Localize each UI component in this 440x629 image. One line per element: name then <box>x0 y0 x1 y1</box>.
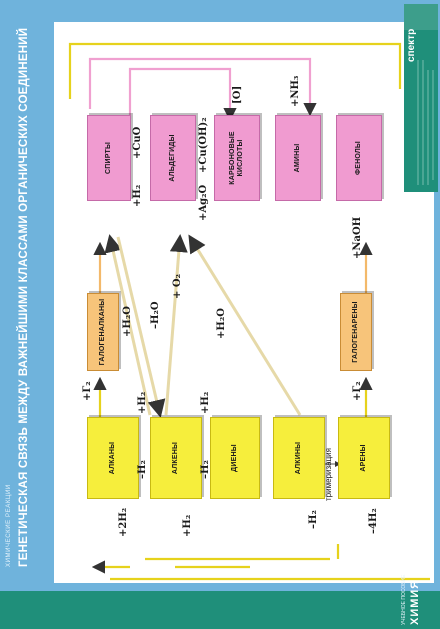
node-karbonovye-line2: КИСЛОТЫ <box>237 139 244 177</box>
node-karbonovye-kisloty: КАРБОНОВЫЕ КИСЛОТЫ <box>214 115 260 201</box>
label-plus-h2-a: +H₂ <box>137 391 148 414</box>
node-areny-label: АРЕНЫ <box>359 444 367 472</box>
label-plus-h2-c: +H₂ <box>200 391 211 414</box>
node-alkiny-label: АЛКИНЫ <box>294 441 302 475</box>
node-aldegidy-label: АЛЬДЕГИДЫ <box>168 134 176 182</box>
arrow-alkeny-aldegidy <box>164 234 188 416</box>
node-dieny-label: ДИЕНЫ <box>230 444 238 472</box>
node-alkiny: АЛКИНЫ <box>273 417 325 499</box>
subject-sub-label: УЧЕБНОЕ ПОСОБИЕ <box>401 574 407 625</box>
label-plus-o2: + O₂ <box>172 274 183 299</box>
series-label: ХИМИЧЕСКИЕ РЕАКЦИИ <box>6 484 12 567</box>
subject-label: ХИМИЯ <box>409 579 421 625</box>
node-spirty-label: СПИРТЫ <box>104 141 112 175</box>
arrow-spirty-alkeny <box>116 236 166 418</box>
label-minus-h2-a: –H₂ <box>137 460 148 479</box>
node-aminy-label: АМИНЫ <box>293 143 301 173</box>
label-plus-h2o-b: +H₂O <box>216 308 227 339</box>
node-areny: АРЕНЫ <box>338 417 390 499</box>
arrow-alkiny-aldegidy <box>188 234 302 416</box>
page-title: ГЕНЕТИЧЕСКАЯ СВЯЗЬ МЕЖДУ ВАЖНЕЙШИМИ КЛАС… <box>18 27 30 567</box>
label-o-bracket: [O] <box>232 85 243 104</box>
node-galogenalkany-label: ГАЛОГЕНАЛКАНЫ <box>98 298 106 366</box>
publisher-strip <box>404 4 438 192</box>
arrow-alkeny-spirty <box>104 234 152 416</box>
label-plus-2h2: +2H₂ <box>118 507 129 537</box>
label-plus-g2-b: +Г₂ <box>352 381 363 401</box>
bottom-band <box>0 591 440 629</box>
label-plus-cuo: +CuO <box>132 126 143 159</box>
label-plus-g2-a: +Г₂ <box>82 381 93 401</box>
publisher-logo: спектр <box>406 28 417 62</box>
label-plus-naoh: +NaOH <box>352 216 363 259</box>
label-minus-h2-c: –H₂ <box>308 510 319 529</box>
node-alkany: АЛКАНЫ <box>87 417 139 499</box>
node-galogenareny-label: ГАЛОГЕНАРЕНЫ <box>351 301 359 363</box>
label-plus-nh3: +NH₃ <box>290 75 301 107</box>
node-aminy: АМИНЫ <box>275 115 321 201</box>
label-plus-cu-oh2: +Cu(OH)₂ <box>198 117 209 173</box>
label-minus-4h2: –4H₂ <box>368 508 379 534</box>
arrow-spirty-kisloty-loop <box>128 67 237 122</box>
label-plus-h2o-a: +H₂O <box>122 306 133 337</box>
node-fenoly: ФЕНОЛЫ <box>336 115 382 201</box>
node-galogenareny: ГАЛОГЕНАРЕНЫ <box>340 293 372 371</box>
node-aldegidy: АЛЬДЕГИДЫ <box>150 115 196 201</box>
label-plus-ag2o: +Ag₂O <box>198 184 209 221</box>
publisher-fine-print <box>417 60 434 185</box>
node-alkeny: АЛКЕНЫ <box>150 417 202 499</box>
label-minus-h2-b: –H₂ <box>200 460 211 479</box>
node-karbonovye-line1: КАРБОНОВЫЕ <box>228 131 236 185</box>
arrow-o-loop <box>88 57 317 117</box>
label-plus-h2-d: +H₂ <box>132 184 143 207</box>
node-alkeny-label: АЛКЕНЫ <box>171 441 179 475</box>
node-fenoly-label: ФЕНОЛЫ <box>354 141 362 175</box>
node-alkany-label: АЛКАНЫ <box>108 441 116 475</box>
label-trimerization: тримеризация <box>324 448 333 501</box>
arrow-outer-top-loop <box>68 42 402 99</box>
node-dieny: ДИЕНЫ <box>210 417 260 499</box>
label-minus-h2o: –H₂O <box>150 301 161 329</box>
node-spirty: СПИРТЫ <box>87 115 131 201</box>
label-plus-h2-b: +H₂ <box>182 514 193 537</box>
node-galogenalkany: ГАЛОГЕНАЛКАНЫ <box>87 293 119 371</box>
